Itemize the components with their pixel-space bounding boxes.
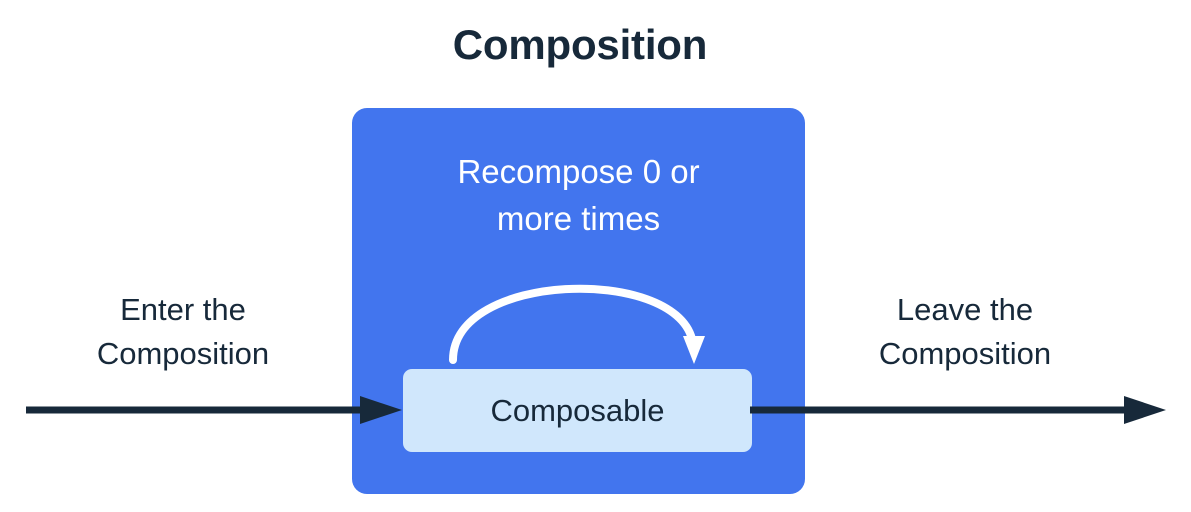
leave-composition-label: Leave the Composition xyxy=(878,292,1052,371)
leave-composition-arrow-icon xyxy=(750,396,1166,424)
composable-node: Composable xyxy=(403,369,752,452)
recompose-label: Recompose 0 or more times xyxy=(457,153,700,237)
composable-label: Composable xyxy=(490,392,665,428)
page-title: Composition xyxy=(452,21,708,68)
enter-composition-label: Enter the Composition xyxy=(96,292,270,371)
